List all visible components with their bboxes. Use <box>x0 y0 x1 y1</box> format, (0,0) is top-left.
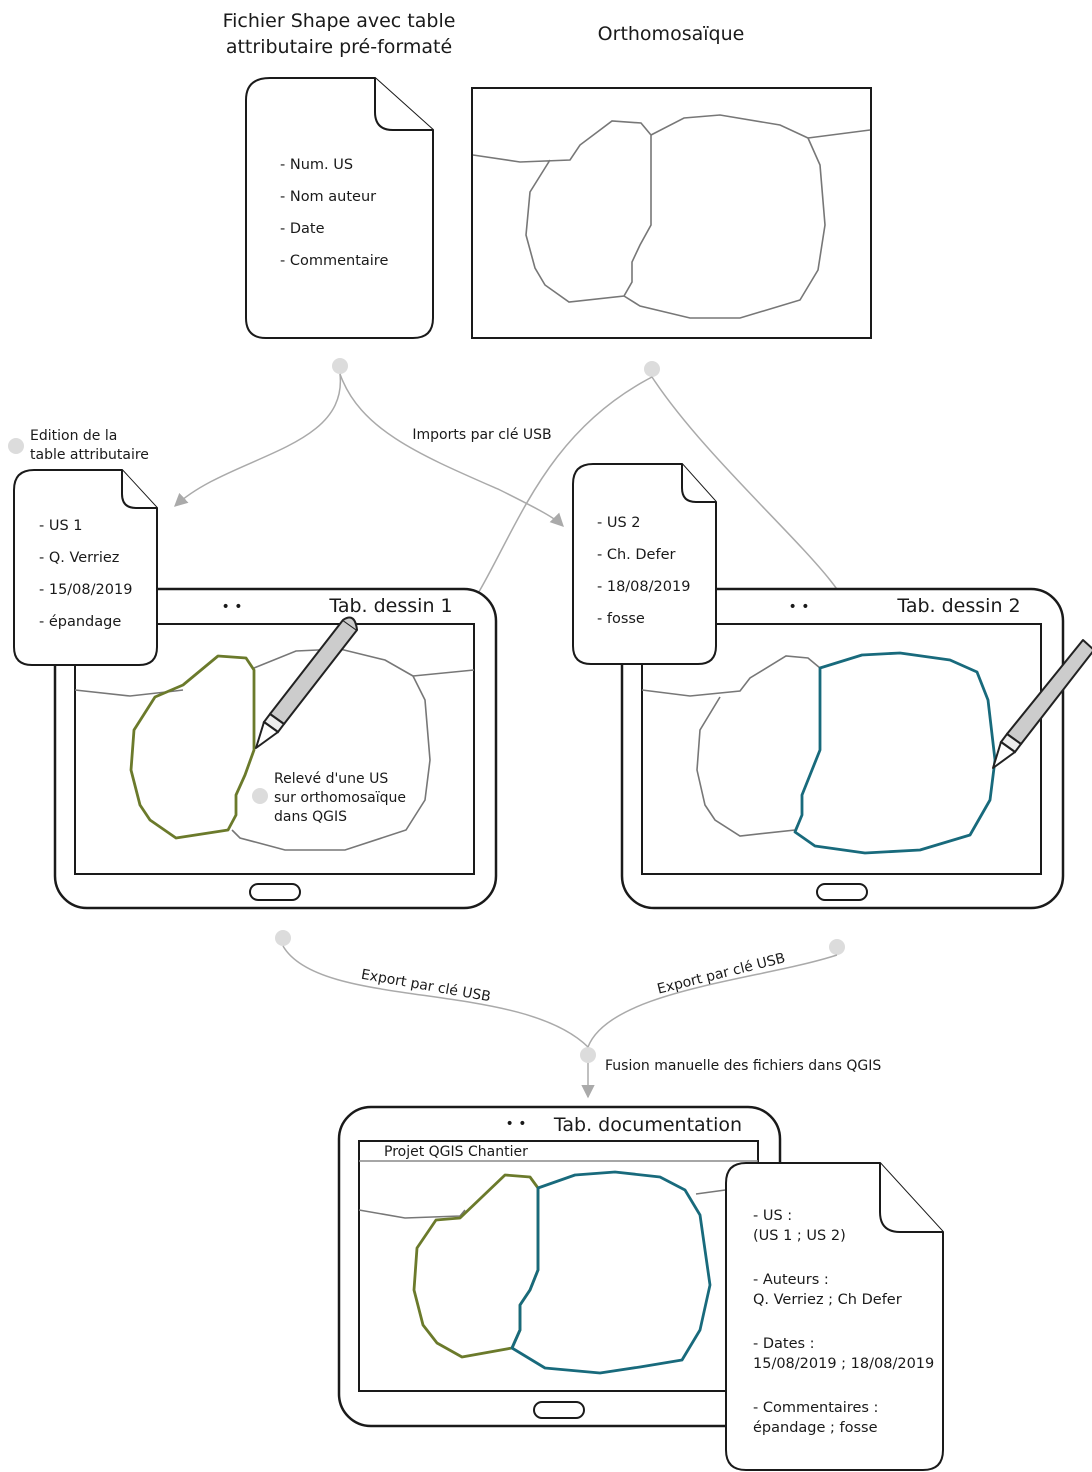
connector-node <box>644 361 660 377</box>
import-label: Imports par clé USB <box>412 427 551 443</box>
us2-record-field: - fosse <box>597 611 645 627</box>
stylus-icon <box>992 639 1092 769</box>
export-left-label: Export par clé USB <box>360 967 492 1006</box>
tablet-1-home-button <box>249 883 301 901</box>
orthomosaic-title: Orthomosaïque <box>598 23 745 45</box>
tablet-2-screen <box>641 623 1042 875</box>
shapefile-field: - Commentaire <box>280 253 388 269</box>
fusion-label: Fusion manuelle des fichiers dans QGIS <box>605 1058 881 1074</box>
us1-record-field: - 15/08/2019 <box>39 582 132 598</box>
orthomosaic-group: Orthomosaïque <box>471 23 872 339</box>
summary-dates-label: - Dates : <box>753 1336 815 1352</box>
us2-record-card: - US 2 - Ch. Defer - 18/08/2019 - fosse <box>572 463 717 665</box>
orthomosaic-frame <box>471 87 872 339</box>
qgis-project-title: Projet QGIS Chantier <box>384 1144 528 1160</box>
summary-comments-label: - Commentaires : <box>753 1400 878 1416</box>
shapefile-title-line2: attributaire pré-formaté <box>226 36 452 58</box>
shapefile-field: - Date <box>280 221 325 237</box>
us1-record-card: - US 1 - Q. Verriez - 15/08/2019 - épand… <box>13 469 158 666</box>
shapefile-field: - Num. US <box>280 157 353 173</box>
us2-record-field: - 18/08/2019 <box>597 579 690 595</box>
summary-us-value: (US 1 ; US 2) <box>753 1228 846 1244</box>
shapefile-document-icon <box>245 77 434 339</box>
tablet-1-camera-dots: • • <box>222 599 243 615</box>
fusion-node <box>580 1047 596 1063</box>
tablet-documentation: • • Tab. documentation Projet QGIS Chant… <box>337 1105 782 1428</box>
summary-auteurs-label: - Auteurs : <box>753 1272 829 1288</box>
connector-node <box>275 930 291 946</box>
connector-node <box>829 939 845 955</box>
orthomosaic-polygons <box>472 114 871 319</box>
shapefile-title-line1: Fichier Shape avec table <box>223 10 456 32</box>
tablet-2-title: Tab. dessin 2 <box>896 595 1020 617</box>
connector-node <box>332 358 348 374</box>
tablet-2-home-button <box>816 883 868 901</box>
tablet-1-note-line: dans QGIS <box>274 809 347 825</box>
us2-polygon <box>793 651 997 855</box>
us1-record-field: - Q. Verriez <box>39 550 119 566</box>
edit-label-line1: Edition de la <box>30 428 117 444</box>
shapefile-group: Fichier Shape avec table attributaire pr… <box>223 10 456 339</box>
tablet-doc-screen <box>358 1140 759 1392</box>
us2-record-field: - US 2 <box>597 515 641 531</box>
tablet-doc-home-button <box>533 1401 585 1419</box>
us1-record-field: - épandage <box>39 614 121 630</box>
edit-node <box>8 438 24 454</box>
export-connectors: Export par clé USB Export par clé USB Fu… <box>275 930 881 1099</box>
tablet-1-note-line: sur orthomosaïque <box>274 790 406 806</box>
summary-dates-value: 15/08/2019 ; 18/08/2019 <box>753 1356 934 1372</box>
summary-comments-value: épandage ; fosse <box>753 1420 878 1436</box>
edit-label-line2: table attributaire <box>30 447 149 463</box>
survey-node <box>252 788 268 804</box>
tablet-1-title: Tab. dessin 1 <box>328 595 452 617</box>
tablet-1-note-line: Relevé d'une US <box>274 771 388 787</box>
tablet-2: • • Tab. dessin 2 <box>620 587 1092 910</box>
us1-polygon <box>129 654 256 840</box>
tablet-doc-camera-dots: • • <box>506 1116 527 1132</box>
summary-us-label: - US : <box>753 1208 792 1224</box>
us2-polygon <box>510 1170 712 1375</box>
export-right-label: Export par clé USB <box>656 950 787 997</box>
stylus-icon <box>255 616 358 749</box>
tablet-doc-title: Tab. documentation <box>553 1114 742 1136</box>
summary-card: - US : (US 1 ; US 2) - Auteurs : Q. Verr… <box>725 1162 944 1471</box>
summary-auteurs-value: Q. Verriez ; Ch Defer <box>753 1292 902 1308</box>
us2-record-field: - Ch. Defer <box>597 547 675 563</box>
shapefile-field: - Nom auteur <box>280 189 376 205</box>
tablet-2-camera-dots: • • <box>789 599 810 615</box>
us1-record-field: - US 1 <box>39 518 83 534</box>
